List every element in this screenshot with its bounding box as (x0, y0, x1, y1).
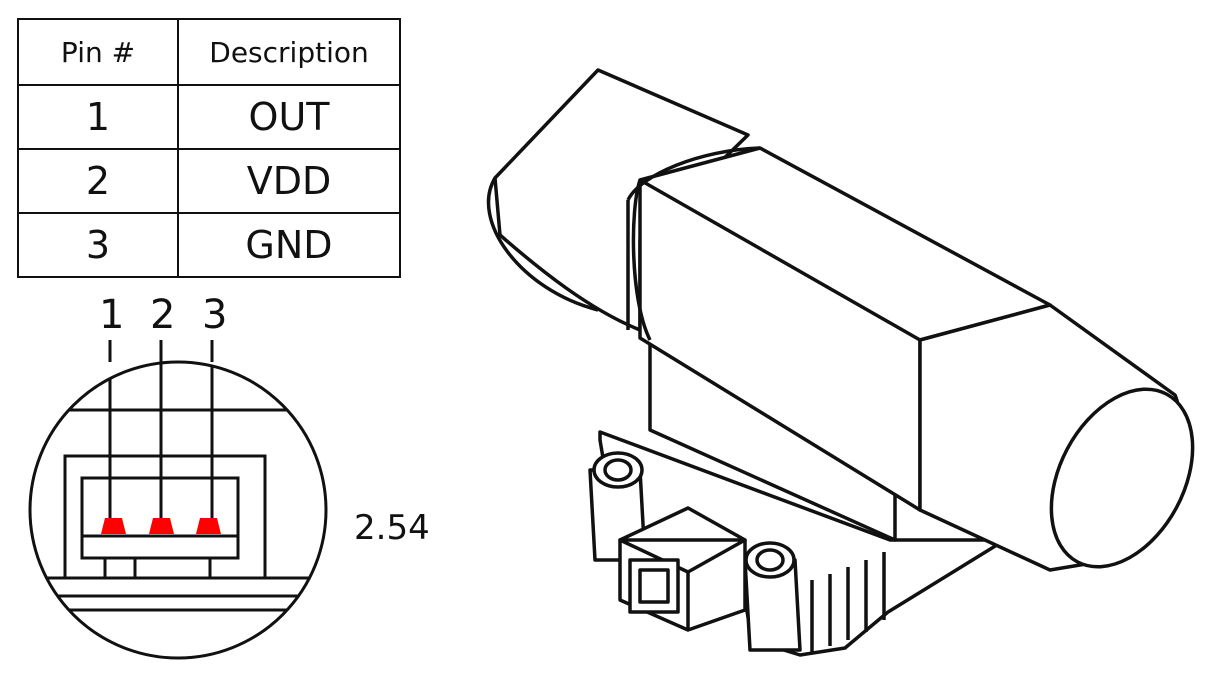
table-row: 3 GND (17, 212, 401, 278)
header-pin: Pin # (17, 18, 179, 86)
pin-table: Pin # Description 1 OUT 2 VDD 3 GND (17, 18, 401, 278)
magnifier-circle (28, 360, 328, 660)
description-cell: OUT (177, 84, 401, 150)
pitch-label: 2.54 (354, 508, 430, 548)
pin-label-1: 1 (99, 292, 125, 338)
table-row: 1 OUT (17, 84, 401, 150)
pin-cell: 3 (17, 212, 179, 278)
pin-contact-2 (149, 518, 174, 534)
pin-label-3: 3 (202, 292, 228, 338)
pin-label-2: 2 (150, 292, 176, 338)
pin-cell: 1 (17, 84, 179, 150)
tube-ring (626, 146, 761, 201)
description-cell: VDD (177, 148, 401, 214)
pin-cell: 2 (17, 148, 179, 214)
header-description: Description (177, 18, 401, 86)
description-cell: GND (177, 212, 401, 278)
tube-end-face (1049, 387, 1195, 569)
table-row: 2 VDD (17, 148, 401, 214)
pin-contact-3 (196, 518, 221, 534)
pin-contact-1 (101, 518, 126, 534)
table-header-row: Pin # Description (17, 18, 401, 86)
